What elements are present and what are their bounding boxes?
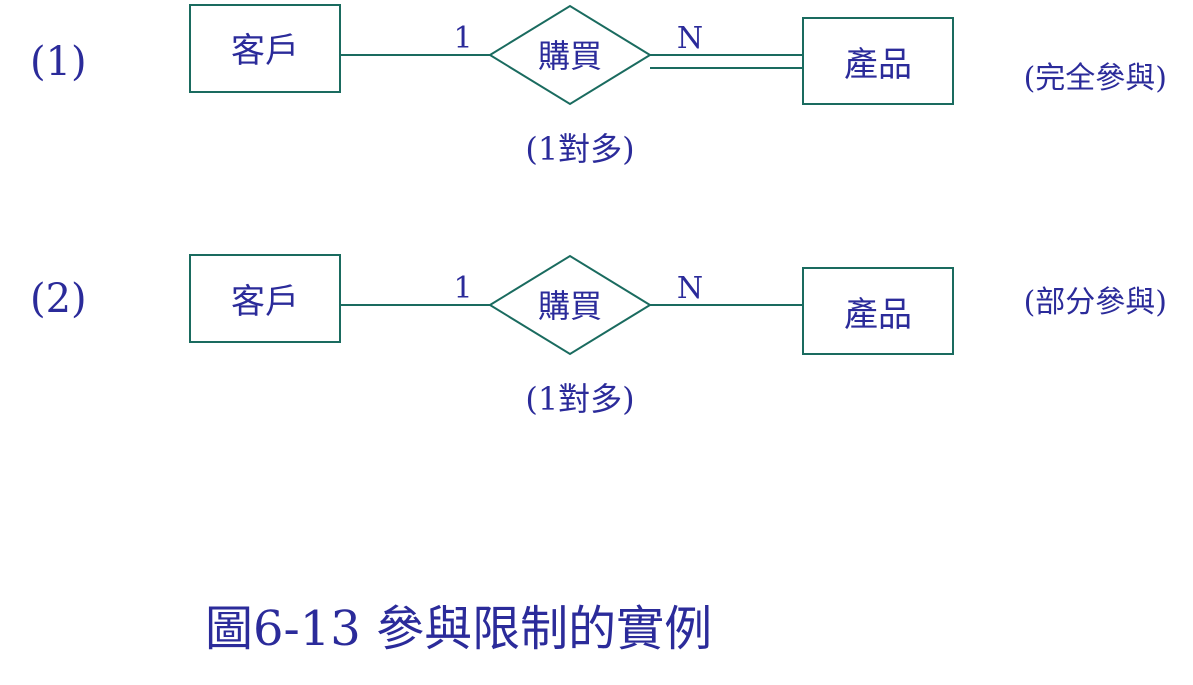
- entity-customer-box: [189, 4, 341, 93]
- figure-caption: 圖6-13 參與限制的實例: [205, 601, 712, 657]
- entity-customer-label: 客戶: [231, 31, 299, 71]
- diagram-1: (1) 客戶 1 購買 N 產品 (完全參與) (1對多): [30, 4, 1167, 168]
- participation-label: (完全參與): [1024, 61, 1167, 96]
- cardinality-right: N: [677, 271, 703, 306]
- participation-label: (部分參與): [1024, 285, 1167, 320]
- relationship-label: 購買: [538, 37, 602, 75]
- ratio-label: (1對多): [525, 380, 634, 418]
- entity-customer-box: [189, 254, 341, 343]
- entity-product-box: [802, 267, 954, 355]
- entity-customer-label: 客戶: [231, 282, 299, 322]
- cardinality-left: 1: [453, 271, 472, 306]
- cardinality-left: 1: [453, 21, 472, 56]
- diagram-2: (2) 客戶 1 購買 N 產品 (部分參與) (1對多): [30, 254, 1167, 418]
- ratio-label: (1對多): [525, 130, 634, 168]
- diagram-number: (2): [30, 276, 87, 322]
- entity-product-label: 產品: [844, 45, 912, 85]
- cardinality-right: N: [677, 21, 703, 56]
- relationship-label: 購買: [538, 287, 602, 325]
- diagram-number: (1): [30, 39, 87, 85]
- entity-product-box: [802, 17, 954, 105]
- entity-product-label: 產品: [844, 295, 912, 335]
